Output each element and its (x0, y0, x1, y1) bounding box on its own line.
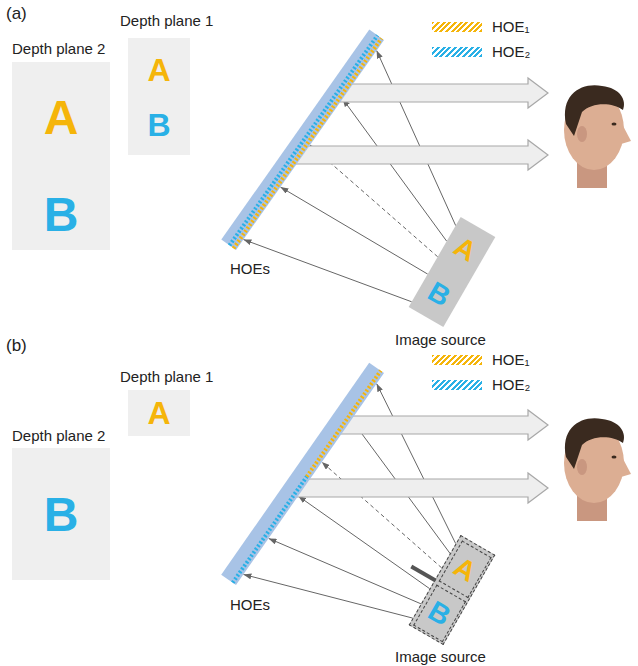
light-ray (280, 187, 427, 274)
nose (621, 455, 631, 477)
plane-panel: A (128, 390, 190, 436)
hoe-substrate (221, 363, 384, 585)
legend-swatch (432, 380, 482, 390)
image-letter: A (12, 94, 110, 142)
plane-heading: Depth plane 2 (12, 40, 105, 57)
hoe-hatch (230, 35, 378, 245)
image-letter: A (128, 54, 190, 86)
eye (612, 456, 617, 459)
image-segment: A (439, 540, 492, 598)
hoe-hatch (233, 477, 307, 583)
image-source: AB Image source (395, 212, 505, 352)
panel-letter: (a) (6, 4, 27, 23)
image-letter: B (12, 491, 110, 539)
depth-plane: Depth plane 1 A (120, 368, 240, 436)
legend-text: HOE₂ (492, 43, 530, 60)
image-letter: A (441, 227, 490, 271)
plane-panel: AB (128, 38, 190, 155)
hoe-slab-shape (205, 355, 395, 615)
hair (565, 85, 624, 136)
ear (577, 459, 587, 475)
legend-text: HOE₂ (492, 376, 530, 393)
source-label: Image source (395, 332, 486, 347)
hoe-label: HOEs (230, 260, 270, 277)
nose (621, 122, 631, 144)
hollow-arrow (340, 410, 548, 440)
hoe-hatch (234, 38, 382, 248)
image-letter: B (415, 272, 464, 316)
hollow-arrow (295, 473, 548, 503)
panel-letter: (b) (6, 336, 27, 355)
source-panel: AB (409, 535, 496, 645)
image-letter: B (415, 586, 465, 641)
legend-text: HOE₁ (492, 351, 530, 368)
image-letter: B (12, 191, 110, 239)
image-letter: B (128, 109, 190, 141)
ear (577, 126, 587, 142)
light-barrier (410, 565, 436, 582)
source-panel: AB (409, 217, 496, 327)
legend-swatch (432, 22, 482, 32)
image-segment: B (413, 585, 466, 643)
hoe-hatch (307, 371, 381, 477)
hoe-label: HOEs (230, 596, 270, 613)
hair (565, 418, 624, 469)
legend-text: HOE₁ (492, 18, 530, 35)
depth-plane: Depth plane 1 AB (120, 12, 240, 155)
hollow-arrow (295, 140, 548, 170)
light-ray (298, 496, 430, 589)
output-arrows (295, 78, 548, 503)
legend-swatch (432, 355, 482, 365)
light-ray (322, 462, 442, 568)
plane-heading: Depth plane 1 (120, 12, 213, 29)
source-label: Image source (395, 649, 486, 664)
light-ray (377, 384, 456, 544)
image-letter: A (440, 542, 490, 597)
plane-heading: Depth plane 1 (120, 368, 213, 385)
image-source: AB Image source (395, 530, 505, 666)
plane-panel: B (12, 448, 110, 580)
hoe-substrate (221, 30, 384, 250)
image-letter: A (128, 397, 190, 429)
plane-panel: AB (12, 62, 110, 250)
eye (612, 123, 617, 126)
legend-swatch (432, 47, 482, 57)
light-ray (269, 538, 425, 605)
hollow-arrow (340, 78, 548, 108)
hoe-slab: HOEs (205, 22, 395, 282)
depth-plane: Depth plane 2AB (12, 40, 132, 250)
viewer-head (564, 418, 631, 521)
light-ray (377, 51, 456, 226)
hoe-slab: HOEs (205, 355, 395, 615)
hoe-slab-shape (205, 22, 395, 282)
viewer-head (564, 85, 631, 188)
depth-plane: Depth plane 2 B (12, 427, 132, 580)
plane-heading: Depth plane 2 (12, 427, 105, 444)
